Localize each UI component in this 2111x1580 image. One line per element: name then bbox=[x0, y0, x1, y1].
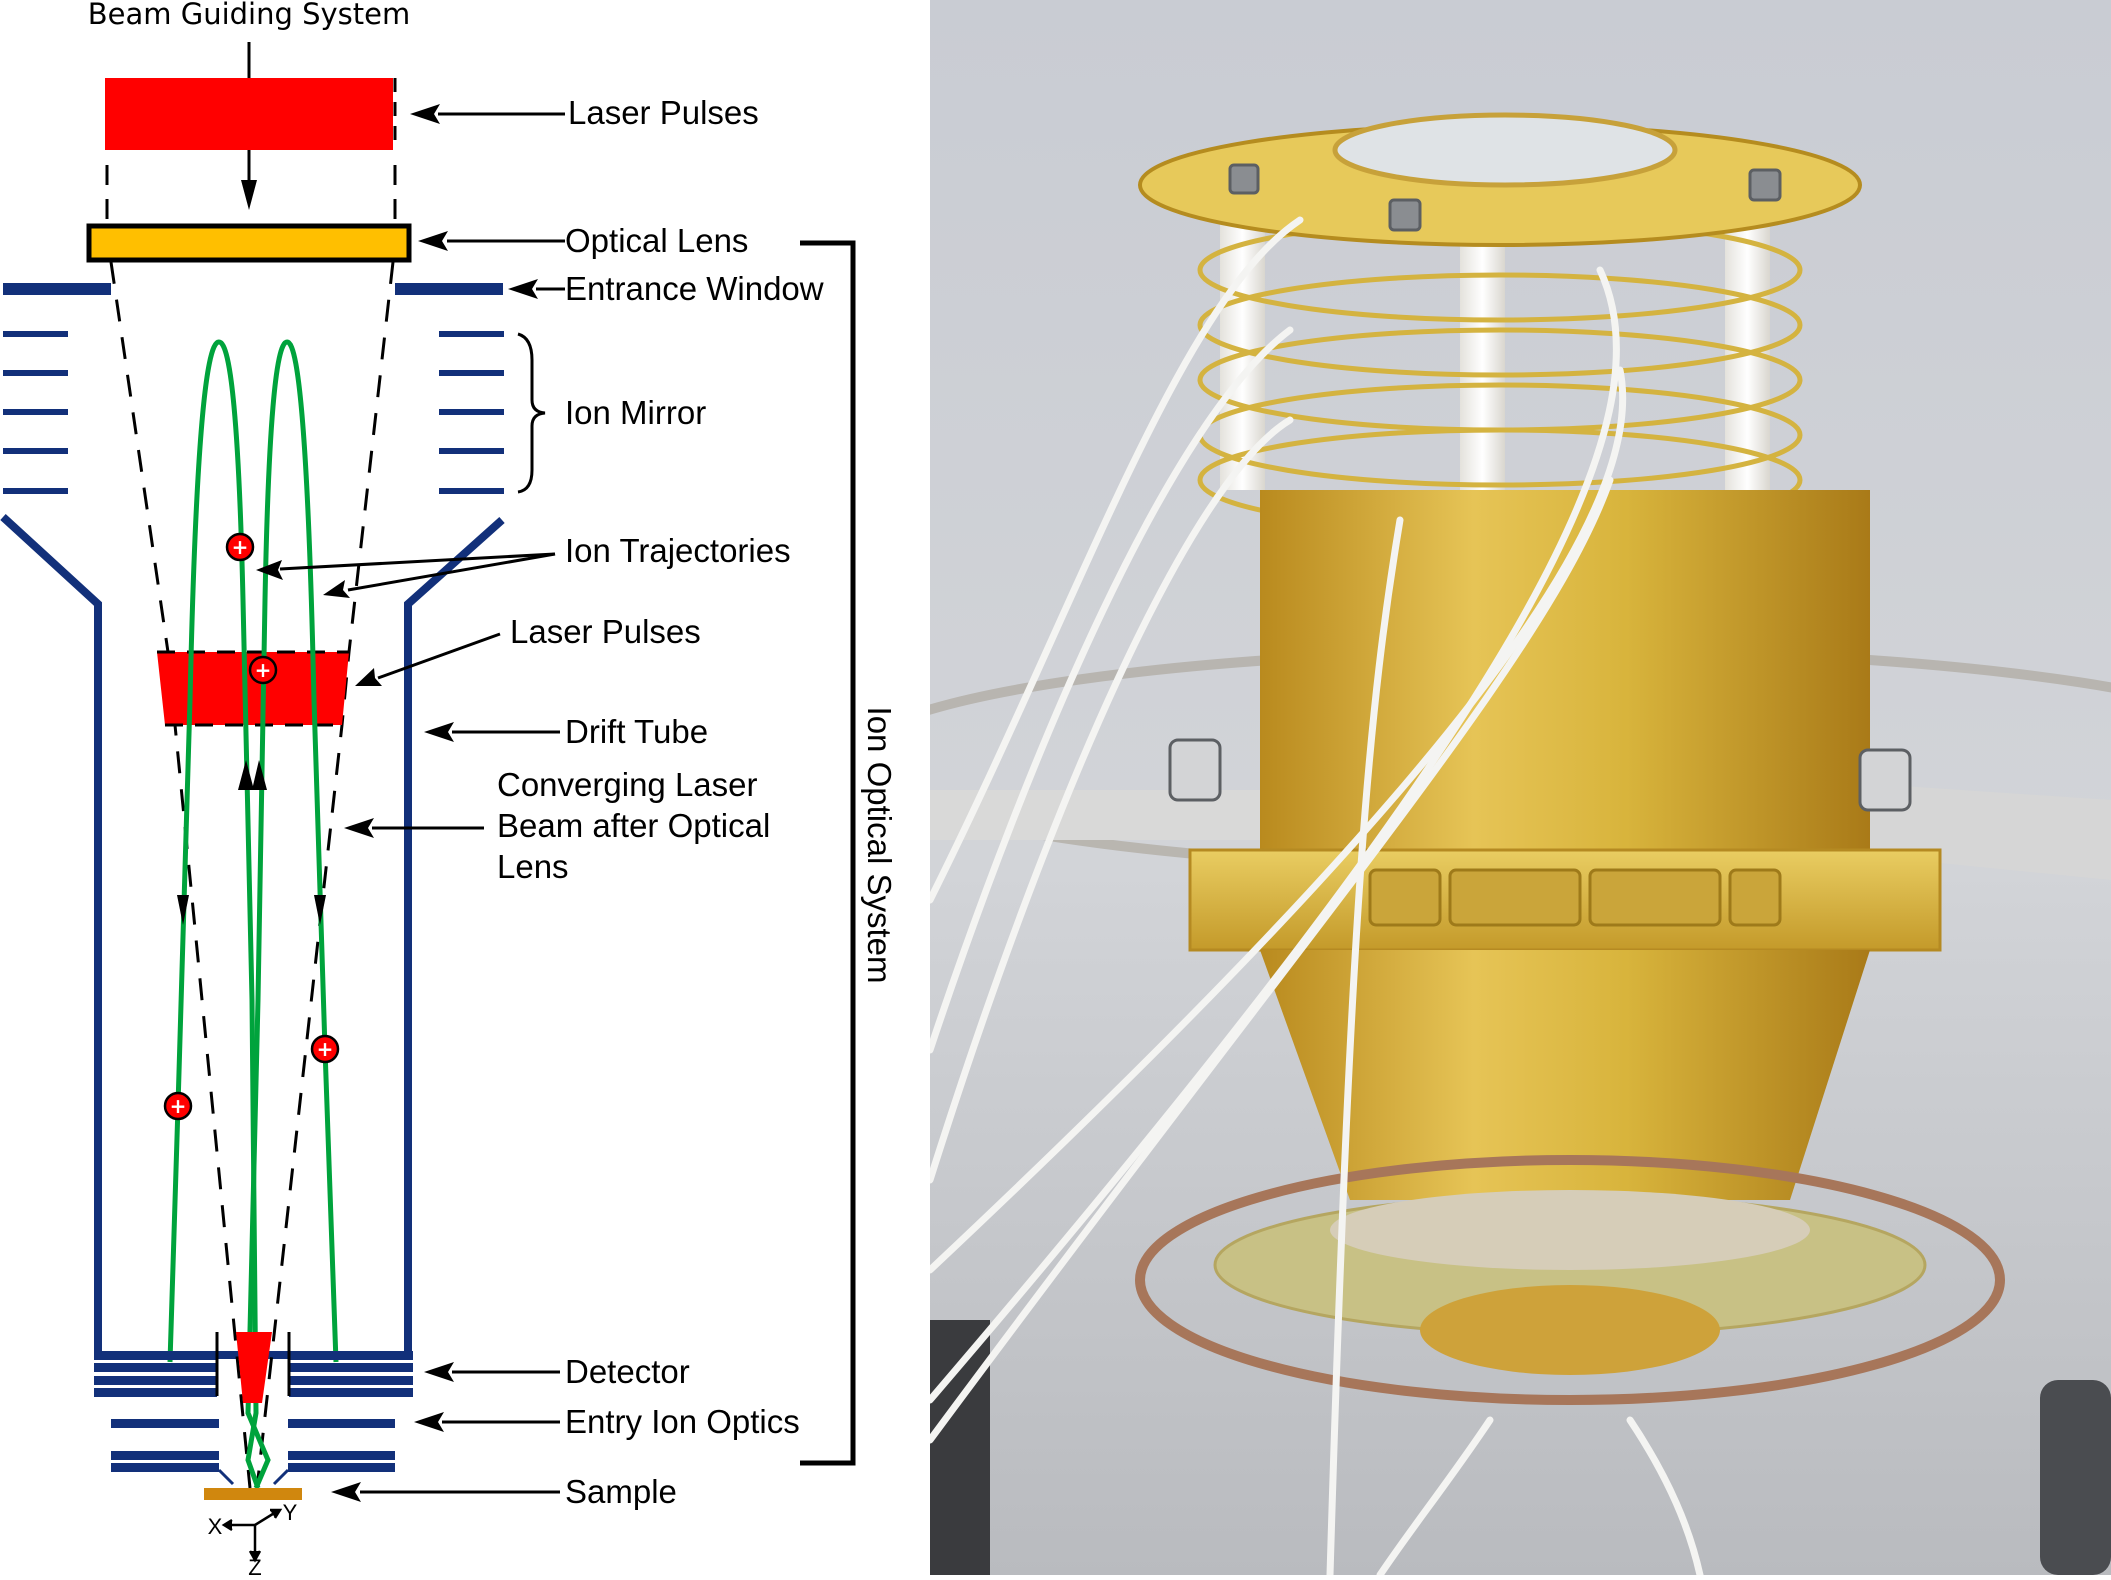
label-entry-ion-optics: Entry Ion Optics bbox=[565, 1403, 800, 1440]
label-ion-optical-system: Ion Optical System bbox=[861, 707, 898, 984]
label-detector: Detector bbox=[565, 1353, 690, 1390]
beam-down-arrowhead-icon bbox=[241, 180, 257, 210]
ion-icon: + bbox=[163, 1091, 193, 1121]
instrument-photograph bbox=[930, 0, 2111, 1575]
wires bbox=[930, 216, 1704, 1575]
label-ion-trajectories: Ion Trajectories bbox=[565, 532, 791, 569]
label-converging-line1: Converging Laser bbox=[497, 766, 758, 803]
label-sample: Sample bbox=[565, 1473, 677, 1510]
callout-arrows bbox=[279, 112, 565, 1494]
label-entrance-window: Entrance Window bbox=[565, 270, 824, 307]
label-converging-line2: Beam after Optical bbox=[497, 807, 770, 844]
detector bbox=[94, 1351, 413, 1397]
label-optical-lens: Optical Lens bbox=[565, 222, 748, 259]
axis-x-label: X bbox=[208, 1514, 223, 1539]
ion-icon: + bbox=[248, 655, 278, 685]
up-arrowhead-icon bbox=[238, 760, 254, 790]
label-laser-pulses-mid: Laser Pulses bbox=[510, 613, 701, 650]
ion-optical-system-bracket bbox=[800, 240, 856, 1466]
svg-text:+: + bbox=[317, 1037, 334, 1061]
beam-guiding-system-label: Beam Guiding System bbox=[88, 0, 411, 31]
entrance-window-right bbox=[395, 283, 503, 295]
callout-arrowheads-icon bbox=[256, 104, 538, 1502]
svg-text:+: + bbox=[170, 1094, 187, 1118]
svg-text:+: + bbox=[232, 535, 249, 559]
laser-pulse-mid bbox=[157, 652, 349, 725]
ion-mirror-electrodes bbox=[3, 331, 504, 494]
converging-beam-right bbox=[255, 261, 395, 1489]
ion-icon: + bbox=[310, 1034, 340, 1064]
up-arrowhead-icon bbox=[252, 760, 267, 790]
entry-optics-tip-left bbox=[217, 1468, 235, 1486]
gold-housing bbox=[1260, 490, 1870, 880]
down-arrowhead-icon bbox=[314, 895, 326, 925]
laser-pulse-detector bbox=[236, 1332, 272, 1403]
label-laser-pulses-top: Laser Pulses bbox=[568, 94, 759, 131]
coordinate-axes-icon bbox=[221, 1508, 283, 1563]
entrance-window-left bbox=[3, 283, 111, 295]
converging-beam-left bbox=[109, 261, 252, 1489]
optical-lens bbox=[86, 223, 412, 263]
svg-text:+: + bbox=[255, 658, 272, 682]
label-drift-tube: Drift Tube bbox=[565, 713, 708, 750]
entry-optics-tip-right bbox=[272, 1468, 290, 1486]
axis-z-label: Z bbox=[248, 1555, 261, 1575]
ion-particles: + + + + bbox=[163, 532, 340, 1121]
entry-ion-optics bbox=[111, 1419, 395, 1472]
bolts bbox=[1168, 163, 1912, 812]
ion-trajectories bbox=[167, 339, 339, 1489]
ion-icon: + bbox=[225, 532, 255, 562]
label-converging-line3: Lens bbox=[497, 848, 569, 885]
ion-mirror-stack bbox=[1138, 112, 1862, 533]
ion-optical-schematic: Beam Guiding System + + + bbox=[0, 0, 930, 1580]
down-arrowhead-icon bbox=[177, 895, 189, 925]
axis-y-label: Y bbox=[283, 1500, 298, 1525]
label-ion-mirror: Ion Mirror bbox=[565, 394, 706, 431]
ion-mirror-brace bbox=[517, 332, 546, 494]
laser-pulse-top bbox=[105, 78, 393, 150]
sample bbox=[204, 1488, 302, 1500]
